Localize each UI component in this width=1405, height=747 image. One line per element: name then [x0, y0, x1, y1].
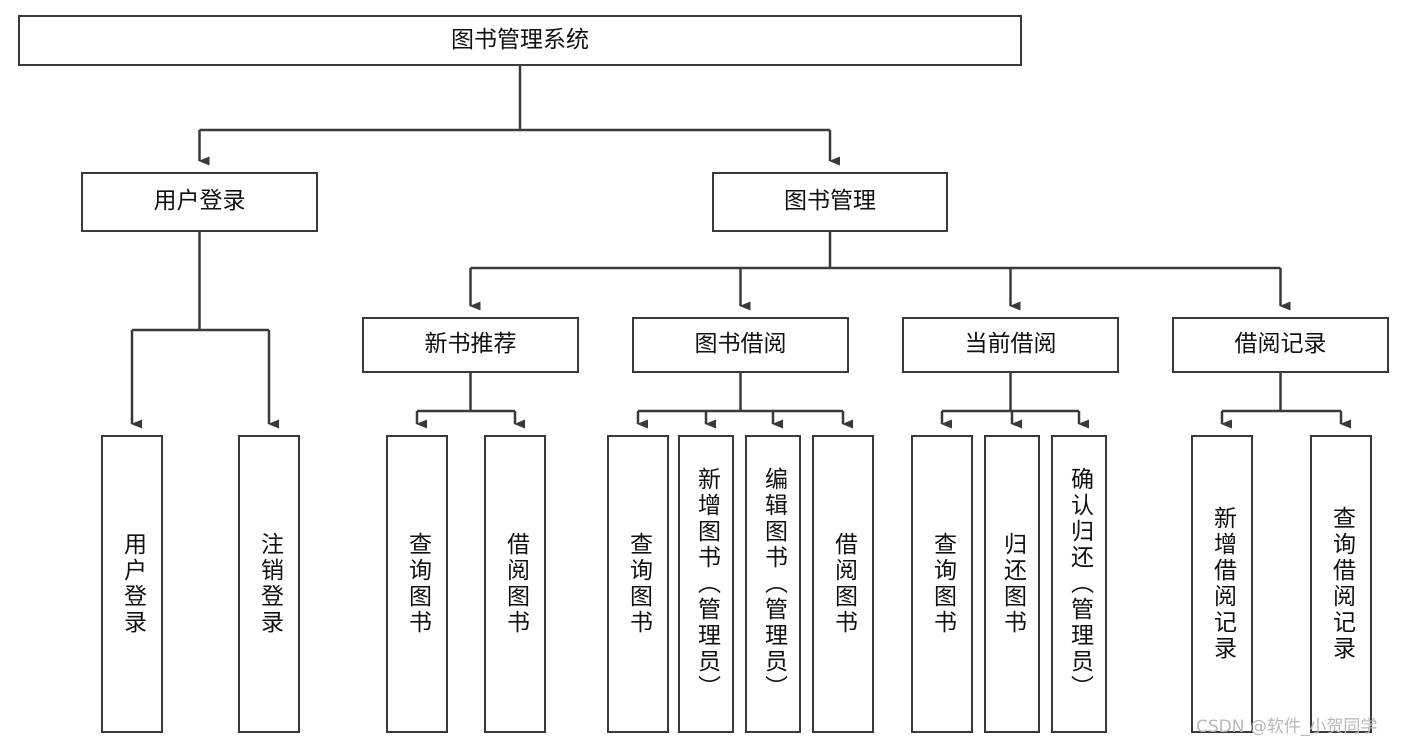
node-book-borrow[interactable]: 图书借阅 — [632, 317, 849, 373]
node-leaf-confirm-return[interactable]: 确认归还（管理员） — [1051, 435, 1107, 733]
node-label: 当前借阅 — [964, 331, 1057, 358]
node-book-manage[interactable]: 图书管理 — [712, 172, 948, 232]
node-leaf-edit-book[interactable]: 编辑图书（管理员） — [745, 435, 801, 733]
node-leaf-add-record[interactable]: 新增借阅记录 — [1191, 435, 1253, 733]
node-label: 查询图书 — [404, 532, 431, 636]
node-borrow-record[interactable]: 借阅记录 — [1172, 317, 1389, 373]
node-label: 图书借阅 — [694, 331, 787, 358]
node-leaf-user-logout[interactable]: 注销登录 — [238, 435, 300, 733]
node-leaf-query-book-1[interactable]: 查询图书 — [386, 435, 448, 733]
node-label: 新增借阅记录 — [1209, 506, 1236, 662]
node-label: 归还图书 — [999, 532, 1026, 636]
node-label: 用户登录 — [153, 188, 246, 215]
node-leaf-return-book[interactable]: 归还图书 — [984, 435, 1040, 733]
node-leaf-borrow-book-2[interactable]: 借阅图书 — [812, 435, 874, 733]
node-label: 新书推荐 — [424, 331, 517, 358]
node-user-login[interactable]: 用户登录 — [81, 172, 318, 232]
node-label: 图书管理 — [784, 188, 876, 215]
node-label: 图书管理系统 — [451, 26, 589, 53]
node-label: 编辑图书（管理员） — [760, 467, 787, 701]
node-leaf-user-login[interactable]: 用户登录 — [101, 435, 163, 733]
node-label: 借阅图书 — [502, 532, 529, 636]
node-root[interactable]: 图书管理系统 — [18, 15, 1022, 66]
node-current-borrow[interactable]: 当前借阅 — [902, 317, 1119, 373]
node-label: 新增图书（管理员） — [693, 467, 720, 701]
node-leaf-query-book-2[interactable]: 查询图书 — [607, 435, 669, 733]
node-label: 查询图书 — [625, 532, 652, 636]
node-label: 查询图书 — [929, 532, 956, 636]
node-leaf-add-book[interactable]: 新增图书（管理员） — [678, 435, 734, 733]
node-leaf-query-record[interactable]: 查询借阅记录 — [1310, 435, 1372, 733]
node-label: 用户登录 — [119, 532, 146, 636]
node-leaf-borrow-book-1[interactable]: 借阅图书 — [484, 435, 546, 733]
csdn-watermark: CSDN @软件_小贺同学 — [1196, 717, 1378, 737]
node-label: 确认归还（管理员） — [1066, 467, 1093, 701]
node-leaf-query-book-3[interactable]: 查询图书 — [911, 435, 973, 733]
node-label: 查询借阅记录 — [1328, 506, 1355, 662]
node-label: 借阅记录 — [1234, 331, 1327, 358]
node-label: 借阅图书 — [830, 532, 857, 636]
node-new-book-rec[interactable]: 新书推荐 — [362, 317, 579, 373]
node-label: 注销登录 — [256, 532, 283, 636]
